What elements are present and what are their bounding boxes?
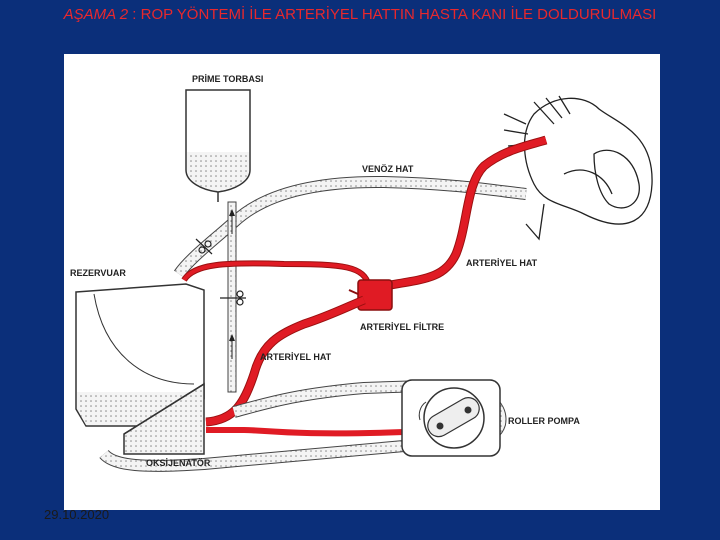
slide-title-step: AŞAMA 2 [63, 6, 129, 23]
label-prime-bag: PRİME TORBASI [192, 74, 263, 84]
oxygenator [123, 382, 205, 455]
slide-date: 29.10.2020 [44, 507, 110, 522]
clamp-venous [195, 238, 213, 255]
prime-bag [185, 89, 251, 202]
label-venous-line: VENÖZ HAT [362, 164, 414, 174]
slide-title-text: : ROP YÖNTEMİ İLE ARTERİYEL HATTIN HASTA… [128, 6, 657, 23]
cardiopulmonary-bypass-diagram: PRİME TORBASI VENÖZ HAT ARTERİYEL HAT RE… [64, 54, 660, 510]
prime-line [227, 201, 237, 393]
clamp-prime [220, 290, 246, 306]
heart-illustration [503, 95, 653, 241]
label-arterial-line-bottom: ARTERİYEL HAT [260, 352, 332, 362]
roller-pump [401, 379, 501, 457]
reservoir [75, 283, 205, 427]
arterial-filter [348, 279, 393, 311]
label-roller-pump: ROLLER POMPA [508, 416, 580, 426]
label-oxygenator: OKSİJENATÖR [146, 458, 211, 468]
label-arterial-filter: ARTERİYEL FİLTRE [360, 322, 444, 332]
label-reservoir: REZERVUAR [70, 268, 126, 278]
label-arterial-line-top: ARTERİYEL HAT [466, 258, 538, 268]
slide-title: AŞAMA 2 : ROP YÖNTEMİ İLE ARTERİYEL HATT… [0, 6, 720, 23]
